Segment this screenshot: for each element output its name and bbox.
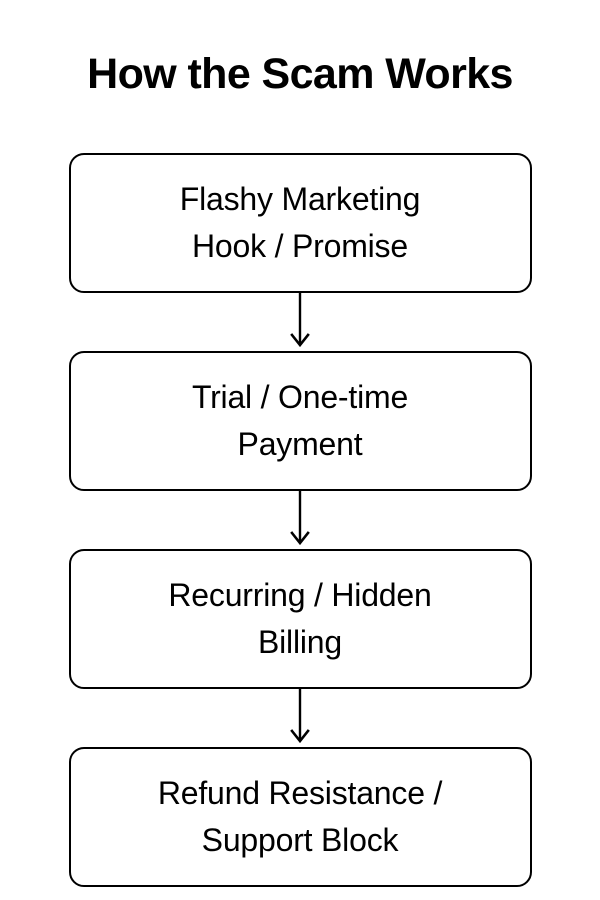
arrow-down-icon [290, 689, 310, 744]
node-label: Trial / One-time Payment [191, 379, 409, 462]
node-recurring-hidden-billing[interactable]: Recurring / Hidden Billing [68, 549, 532, 689]
flow-step-2: Trial / One-time Payment [0, 351, 600, 491]
flow-step-4: Refund Resistance / Support Block [0, 747, 600, 887]
node-flashy-marketing-hook-promise[interactable]: Flashy Marketing Hook / Promise [68, 153, 532, 293]
connector-3 [0, 689, 600, 747]
node-label: Refund Resistance / Support Block [157, 775, 443, 858]
node-refund-resistance-support-block[interactable]: Refund Resistance / Support Block [68, 747, 532, 887]
connector-1 [0, 293, 600, 351]
node-label: Flashy Marketing Hook / Promise [179, 181, 421, 264]
arrow-down-icon [290, 293, 310, 348]
flowchart-flow: Flashy Marketing Hook / Promise Trial / … [0, 153, 600, 887]
arrow-down-icon [290, 491, 310, 546]
flow-step-1: Flashy Marketing Hook / Promise [0, 153, 600, 293]
flow-step-3: Recurring / Hidden Billing [0, 549, 600, 689]
page-title: How the Scam Works [87, 50, 513, 98]
connector-2 [0, 491, 600, 549]
node-trial-one-time-payment[interactable]: Trial / One-time Payment [68, 351, 532, 491]
node-label: Recurring / Hidden Billing [168, 577, 432, 660]
